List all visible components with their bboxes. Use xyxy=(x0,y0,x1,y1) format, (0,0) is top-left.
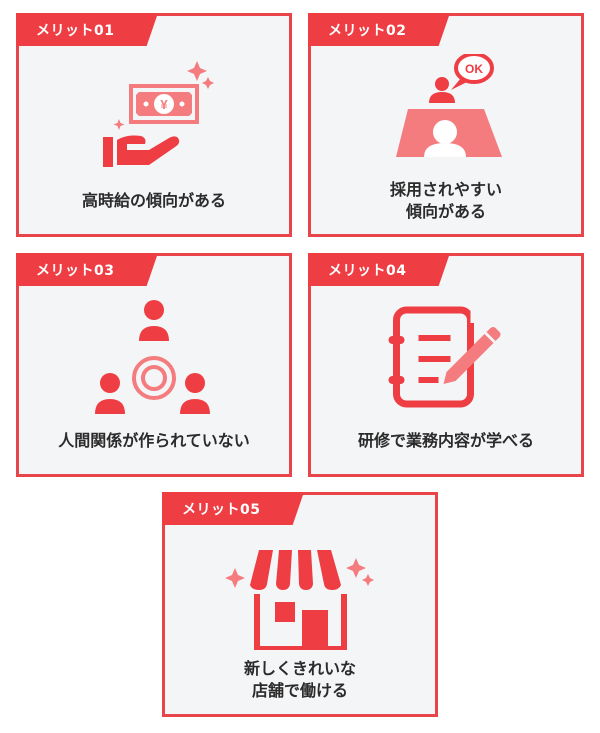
merit-title: 研修で業務内容が学べる xyxy=(311,430,581,452)
svg-text:OK: OK xyxy=(465,62,483,76)
merit-title-line: 研修で業務内容が学べる xyxy=(357,431,534,450)
merit-tag-label: メリット05 xyxy=(182,502,261,518)
merit-title-line: 新しくきれいな xyxy=(243,659,356,678)
merit-card-05: メリット05 新しくきれいな 店舗で働ける xyxy=(162,492,438,717)
merit-tag-label: メリット04 xyxy=(328,263,407,279)
merit-tag: メリット01 xyxy=(16,13,158,46)
merit-title-line: 店舗で働ける xyxy=(251,681,348,700)
merit-title: 新しくきれいな 店舗で働ける xyxy=(165,658,435,702)
store-icon xyxy=(225,550,374,650)
merit-title-line: 高時給の傾向がある xyxy=(81,191,226,210)
interview-ok-icon: OK xyxy=(396,54,502,157)
merit-card-02: メリット02 OK 採用されやすい 傾向がある xyxy=(308,13,584,237)
merit-tag: メリット02 xyxy=(308,13,450,46)
notebook-pencil-icon xyxy=(388,306,501,408)
svg-text:¥: ¥ xyxy=(160,97,168,112)
merit-card-01: メリット01 ¥ 高時給の傾向がある xyxy=(16,13,292,237)
merit-tag: メリット03 xyxy=(16,253,158,286)
merit-tag-label: メリット01 xyxy=(36,23,115,39)
merit-title: 高時給の傾向がある xyxy=(19,190,289,212)
merit-title-line: 人間関係が作られていない xyxy=(58,431,250,450)
people-circle-icon xyxy=(95,300,210,414)
merit-tag-label: メリット03 xyxy=(36,263,115,279)
merit-card-04: メリット04 研修で業務内容が学べる xyxy=(308,253,584,477)
money-hand-icon: ¥ xyxy=(103,61,214,167)
merit-title: 人間関係が作られていない xyxy=(19,430,289,452)
merit-title-line: 採用されやすい xyxy=(389,180,502,199)
merit-title: 採用されやすい 傾向がある xyxy=(311,179,581,223)
merit-title-line: 傾向がある xyxy=(405,202,486,221)
merit-tag: メリット05 xyxy=(162,492,304,525)
merit-tag: メリット04 xyxy=(308,253,450,286)
merit-card-03: メリット03 人間関係が作られていない xyxy=(16,253,292,477)
merit-tag-label: メリット02 xyxy=(328,23,407,39)
